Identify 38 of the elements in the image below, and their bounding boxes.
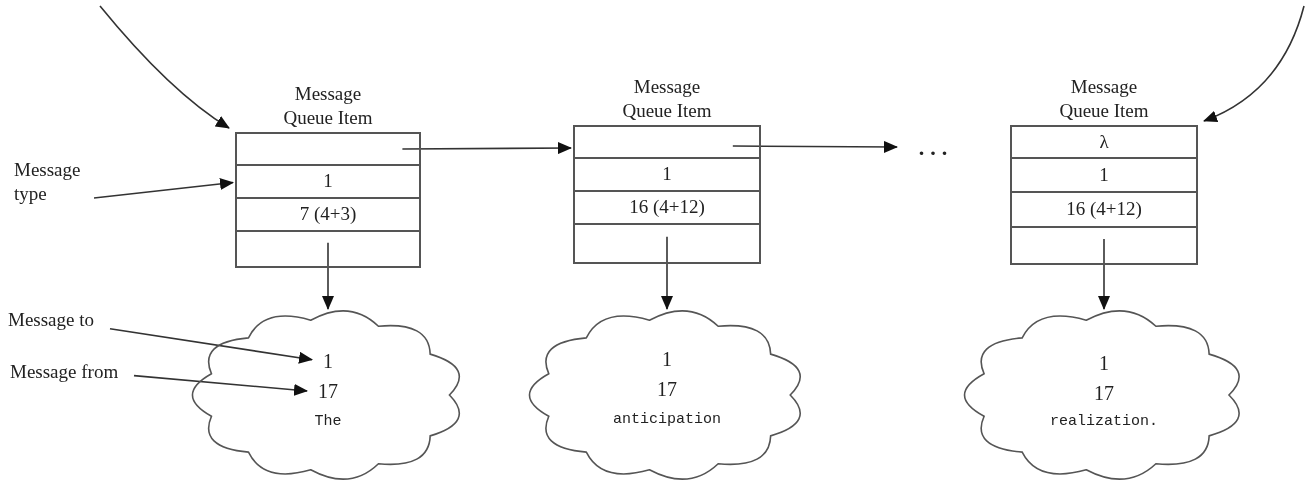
annotation-label: Message from (10, 360, 134, 386)
arrow (133, 374, 308, 396)
table-row (235, 232, 421, 268)
message-text: 1 (1094, 350, 1114, 376)
arrow (1203, 5, 1305, 122)
annotation-label: Message to (8, 308, 110, 334)
table-row (235, 132, 421, 166)
table-heading: Message Queue Item (282, 82, 374, 130)
arrow (732, 140, 898, 153)
table-row: 16 (4+12) (573, 192, 761, 225)
table-row (573, 225, 761, 264)
message-text: anticipation (602, 408, 732, 432)
arrow (93, 178, 234, 199)
message-text: 17 (652, 376, 682, 402)
message-text: 17 (313, 378, 343, 404)
table-heading: Message Queue Item (1058, 75, 1150, 123)
ellipsis: ... (905, 134, 967, 160)
message-text: 1 (318, 348, 338, 374)
table-row: 16 (4+12) (1010, 193, 1198, 228)
table-row: 1 (235, 166, 421, 199)
table-row: 7 (4+3) (235, 199, 421, 232)
arrow (401, 142, 572, 155)
annotation-label: Message type (14, 158, 94, 208)
arrow (661, 235, 673, 310)
table-heading: Message Queue Item (621, 75, 713, 123)
message-text: realization. (1039, 410, 1169, 434)
table-row: 1 (573, 159, 761, 192)
table-row: λ (1010, 125, 1198, 159)
arrow (99, 5, 230, 129)
message-text: 1 (657, 346, 677, 372)
arrow (109, 328, 313, 364)
table-row (573, 125, 761, 159)
arrow (1098, 238, 1110, 310)
message-text: The (288, 410, 368, 434)
arrow (322, 242, 334, 310)
table-row (1010, 228, 1198, 265)
message-text: 17 (1089, 380, 1119, 406)
table-row: 1 (1010, 159, 1198, 193)
